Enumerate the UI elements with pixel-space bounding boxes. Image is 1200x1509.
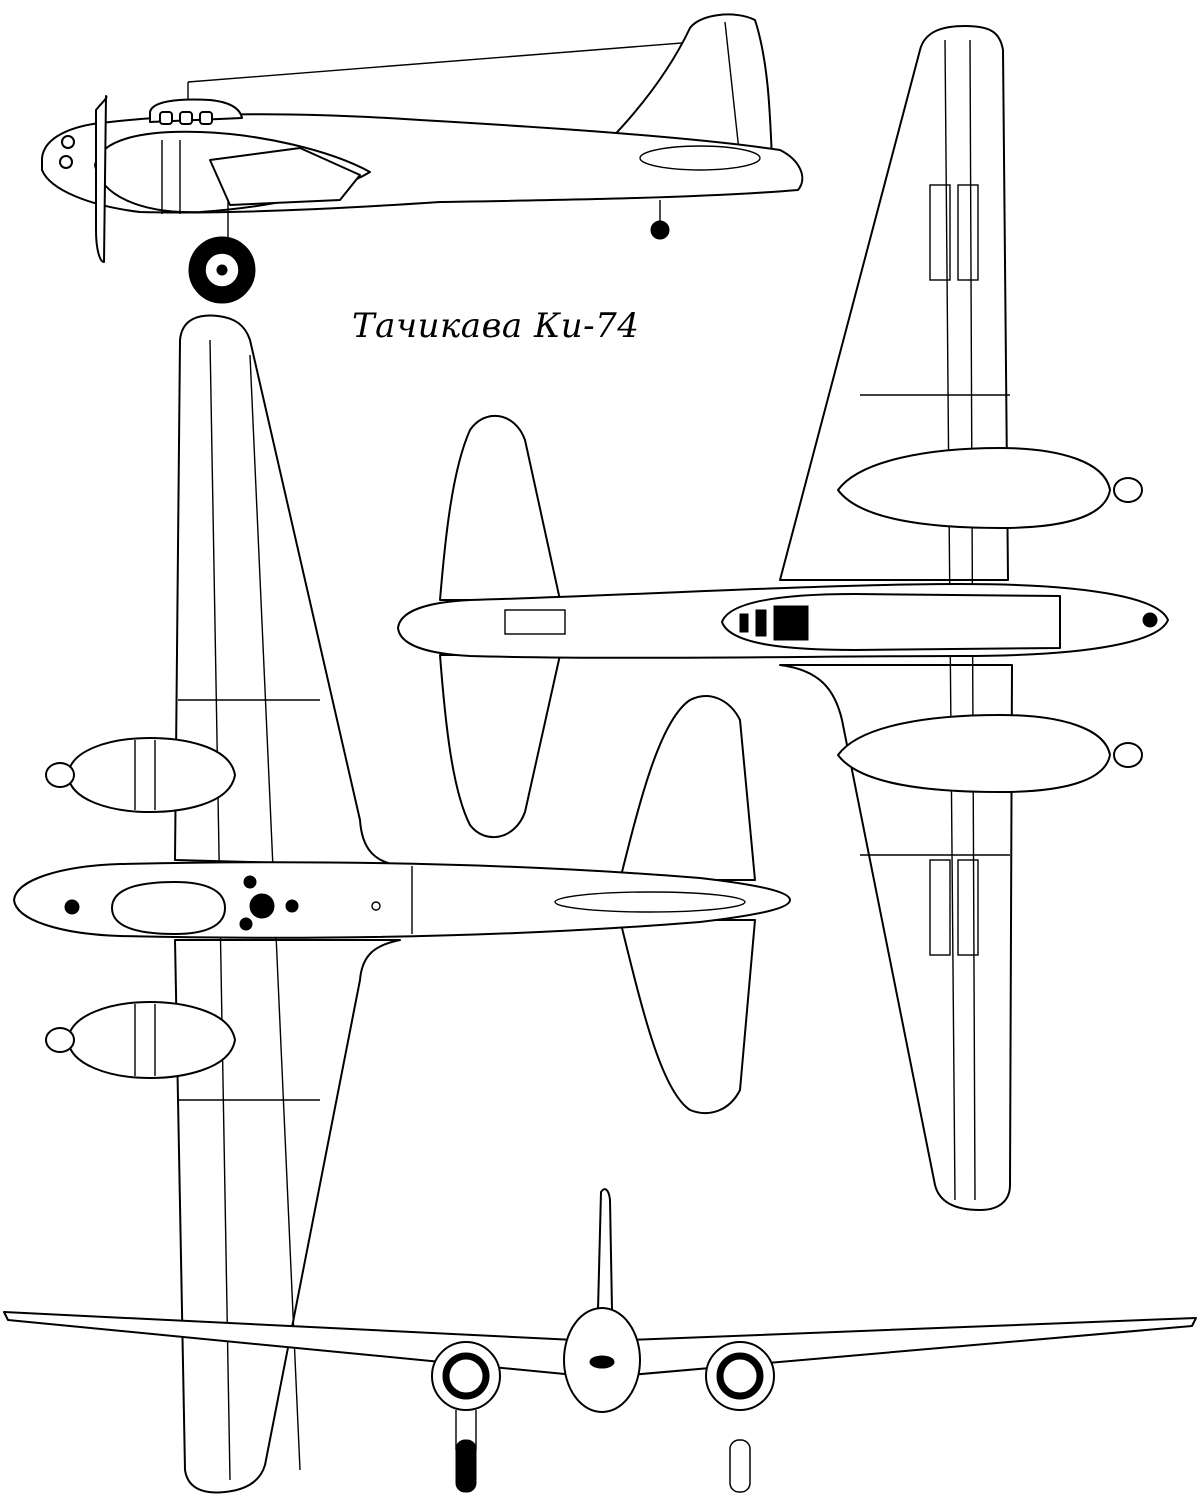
wing-panel-line [178,699,320,1101]
engine-nacelle-bottom [837,714,1111,793]
spinner [45,762,75,788]
canopy-window [159,111,173,125]
fin-fairing [554,891,746,913]
spinner [45,1027,75,1053]
wing-hatch [957,859,979,956]
bottom-view [397,25,1169,1211]
engine-nacelle-top [67,737,236,813]
tailplane-upper [619,695,756,881]
engine-nacelle-bottom [837,447,1111,529]
engine-nacelle-top [67,1001,236,1079]
tailplane-lower [619,919,756,1115]
antenna-mount [371,901,381,911]
canopy-window [199,111,213,125]
spinner [1113,477,1143,503]
wing-root-side [209,147,361,206]
gun-port [755,609,767,637]
nose-window-front [589,1355,615,1369]
cowling-band [161,140,181,214]
porthole [285,899,299,913]
wing-panel-line [860,394,1010,856]
porthole [239,917,253,931]
engine-intake [442,1352,490,1400]
tailplane-upper [439,414,561,601]
front-view [3,1188,1197,1493]
rudder-hinge [724,21,741,161]
vertical-fin-front [597,1188,613,1311]
top-view [13,314,791,1494]
nose-window [59,155,73,169]
porthole [64,899,80,915]
canopy-window [179,111,193,125]
fuselage-hatch [504,609,566,635]
wing-hatch [957,184,979,281]
cockpit-canopy-top [111,881,226,935]
wing-lower-half [174,939,401,1494]
tailplane-lower [439,654,561,839]
main-wheel-front [455,1439,477,1493]
aircraft-title: Тачикава Ки-74 [352,306,640,346]
cowling-band [134,740,156,810]
side-view [41,13,804,304]
nose-window [61,135,75,149]
gun-port [739,613,749,633]
wing-hatch [929,184,951,281]
main-gear-strut [455,1410,477,1450]
main-wheel-front [729,1439,751,1493]
porthole [249,893,275,919]
antenna-wire [187,39,721,83]
wing-upper-half [779,25,1009,581]
wing-upper-half [174,314,401,867]
cowling-band [134,1004,156,1076]
porthole [243,875,257,889]
spinner [1113,742,1143,768]
wing-hatch [929,859,951,956]
propeller-blade [95,95,108,263]
tail-wheel [650,220,670,240]
engine-intake [716,1352,764,1400]
bomb-bay [721,593,1061,651]
main-wheel-axle [216,264,228,276]
tailplane-fairing [639,145,761,171]
nose-porthole [1142,612,1158,628]
ventral-gun-hatch [773,605,809,641]
